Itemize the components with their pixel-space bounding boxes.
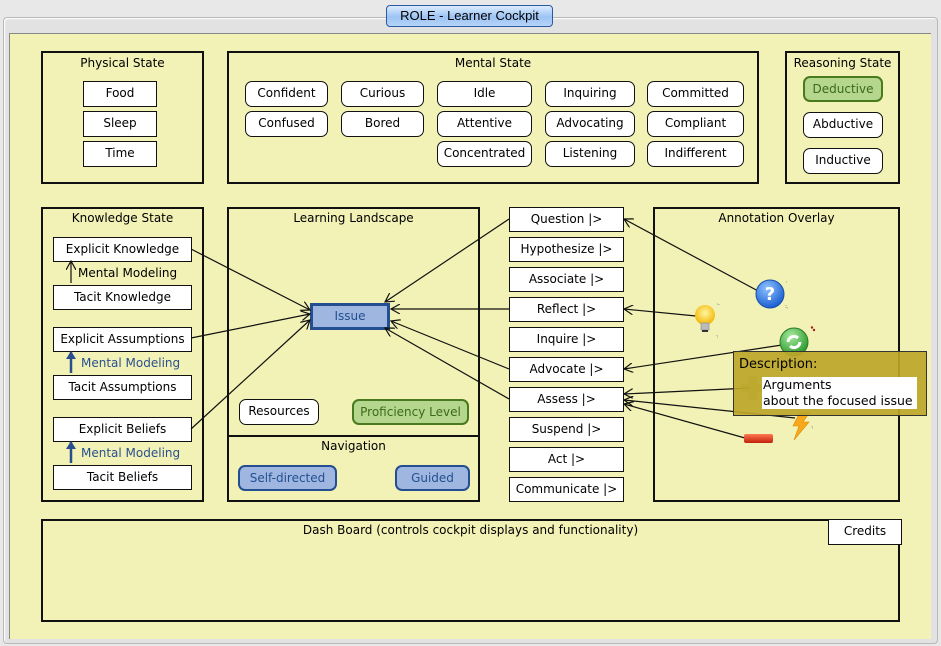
- description-tooltip: Description: Arguments about the focused…: [733, 351, 927, 416]
- explicit-beliefs[interactable]: Explicit Beliefs: [53, 417, 192, 442]
- knowledge-state-panel: Knowledge State Explicit Knowledge Menta…: [41, 207, 204, 502]
- mental-confident[interactable]: Confident: [245, 81, 328, 107]
- mental-listening[interactable]: Listening: [545, 141, 635, 167]
- resources-button[interactable]: Resources: [239, 399, 319, 425]
- mental-modeling-label: Mental Modeling: [81, 446, 181, 460]
- mental-compliant[interactable]: Compliant: [647, 111, 744, 137]
- mental-idle[interactable]: Idle: [437, 81, 532, 107]
- mental-confused[interactable]: Confused: [245, 111, 328, 137]
- dashboard-title: Dash Board (controls cockpit displays an…: [302, 523, 639, 537]
- navigation-title: Navigation: [321, 439, 386, 453]
- action-inquire[interactable]: Inquire |>: [509, 327, 624, 352]
- action-assess[interactable]: Assess |>: [509, 387, 624, 412]
- mental-state-panel: Mental State Confident Curious Idle Inqu…: [227, 51, 759, 184]
- tooltip-heading: Description:: [739, 357, 818, 372]
- tooltip-line-1: Arguments: [763, 377, 832, 392]
- window-title: ROLE - Learner Cockpit: [386, 5, 553, 27]
- refresh-icon[interactable]: [779, 326, 819, 358]
- dashboard-panel: Dash Board (controls cockpit displays an…: [41, 519, 902, 622]
- reasoning-state-title: Reasoning State: [793, 56, 892, 70]
- mental-concentrated[interactable]: Concentrated: [437, 141, 532, 167]
- food-button[interactable]: Food: [83, 81, 157, 107]
- action-advocate[interactable]: Advocate |>: [509, 357, 624, 382]
- sleep-button[interactable]: Sleep: [83, 111, 157, 137]
- mental-modeling-label: Mental Modeling: [78, 266, 178, 280]
- learning-landscape-title: Learning Landscape: [293, 211, 414, 225]
- explicit-knowledge[interactable]: Explicit Knowledge: [53, 237, 192, 262]
- mental-advocating[interactable]: Advocating: [545, 111, 635, 137]
- action-communicate[interactable]: Communicate |>: [509, 477, 624, 502]
- reasoning-abductive[interactable]: Abductive: [803, 112, 883, 138]
- reasoning-deductive[interactable]: Deductive: [803, 76, 883, 102]
- minus-icon[interactable]: [743, 432, 775, 446]
- credits-button[interactable]: Credits: [828, 519, 902, 545]
- mental-inquiring[interactable]: Inquiring: [545, 81, 635, 107]
- action-question[interactable]: Question |>: [509, 207, 624, 232]
- svg-text:?: ?: [765, 284, 775, 305]
- navigation-panel: Navigation Self-directed Guided: [227, 435, 480, 502]
- self-directed-button[interactable]: Self-directed: [238, 465, 337, 491]
- lightbulb-icon[interactable]: [692, 302, 722, 338]
- tooltip-body: Arguments about the focused issue: [762, 377, 917, 409]
- mental-indifferent[interactable]: Indifferent: [647, 141, 744, 167]
- mental-state-title: Mental State: [454, 56, 532, 70]
- tooltip-line-2: about the focused issue: [763, 393, 913, 408]
- action-suspend[interactable]: Suspend |>: [509, 417, 624, 442]
- question-icon[interactable]: ?: [755, 279, 789, 313]
- reasoning-inductive[interactable]: Inductive: [803, 148, 883, 174]
- guided-button[interactable]: Guided: [395, 465, 470, 491]
- tacit-knowledge[interactable]: Tacit Knowledge: [53, 285, 192, 310]
- mental-attentive[interactable]: Attentive: [437, 111, 532, 137]
- lightning-icon[interactable]: [788, 412, 818, 446]
- reasoning-state-panel: Reasoning State Deductive Abductive Indu…: [785, 51, 900, 184]
- issue-node[interactable]: Issue: [310, 303, 390, 330]
- knowledge-state-title: Knowledge State: [71, 211, 174, 225]
- action-hypothesize[interactable]: Hypothesize |>: [509, 237, 624, 262]
- explicit-assumptions[interactable]: Explicit Assumptions: [53, 327, 192, 352]
- time-button[interactable]: Time: [83, 141, 157, 167]
- mental-committed[interactable]: Committed: [647, 81, 744, 107]
- action-act[interactable]: Act |>: [509, 447, 624, 472]
- mental-bored[interactable]: Bored: [341, 111, 424, 137]
- mental-modeling-label: Mental Modeling: [81, 356, 181, 370]
- physical-state-panel: Physical State Food Sleep Time: [41, 51, 204, 184]
- tacit-beliefs[interactable]: Tacit Beliefs: [53, 465, 192, 490]
- tacit-assumptions[interactable]: Tacit Assumptions: [53, 375, 192, 400]
- annotation-overlay-title: Annotation Overlay: [718, 211, 835, 225]
- proficiency-level-button[interactable]: Proficiency Level: [352, 399, 469, 425]
- action-reflect[interactable]: Reflect |>: [509, 297, 624, 322]
- learning-landscape-panel: Learning Landscape Issue Resources Profi…: [227, 207, 480, 437]
- mental-curious[interactable]: Curious: [341, 81, 424, 107]
- physical-state-title: Physical State: [80, 56, 165, 70]
- action-associate[interactable]: Associate |>: [509, 267, 624, 292]
